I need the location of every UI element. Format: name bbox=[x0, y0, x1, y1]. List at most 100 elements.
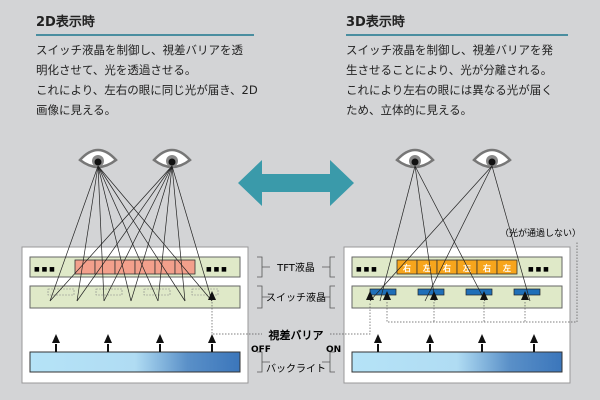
switch-layer bbox=[29, 285, 241, 309]
barrier-block bbox=[417, 288, 445, 296]
light-ray bbox=[49, 165, 173, 302]
switch-label: スイッチ液晶 bbox=[266, 291, 326, 304]
left-line: 明化させて、光を透過させる。 bbox=[36, 63, 197, 77]
right-column: 3D表示時 スイッチ液晶を制御し、視差バリアを発 生させることにより、光が分離さ… bbox=[346, 8, 600, 120]
right-description: スイッチ液晶を制御し、視差バリアを発 生させることにより、光が分離される。 これ… bbox=[346, 40, 600, 120]
arrow-up-icon bbox=[478, 334, 486, 343]
tft-pixel bbox=[94, 259, 116, 275]
light-ray bbox=[379, 165, 416, 302]
tft-dots: ■ ■ ■ bbox=[34, 266, 55, 273]
right-line: ため、立体的に見える。 bbox=[346, 103, 473, 117]
arrow-up-icon bbox=[208, 291, 216, 300]
off-label: OFF bbox=[251, 345, 271, 355]
barrier-transparent bbox=[191, 288, 219, 296]
light-ray bbox=[97, 165, 132, 302]
bracket bbox=[322, 256, 335, 278]
tft-dots: ■ ■ ■ bbox=[356, 266, 377, 273]
barrier-label: 視差バリア bbox=[268, 328, 324, 342]
eye-pupil bbox=[168, 158, 176, 166]
light-ray bbox=[97, 165, 186, 302]
arrow-up-icon bbox=[480, 291, 488, 300]
left-line: スイッチ液晶を制御し、視差バリアを透 bbox=[36, 43, 243, 57]
tft-label: TFT液晶 bbox=[276, 261, 315, 274]
tft-pixel bbox=[174, 259, 196, 275]
arrow-up-icon bbox=[521, 291, 529, 300]
pixel-label: 右 bbox=[482, 263, 491, 273]
arrow-up-icon bbox=[156, 334, 164, 343]
bracket bbox=[257, 285, 270, 309]
pixel-label: 左 bbox=[462, 263, 471, 273]
callout-line-blocked bbox=[386, 242, 578, 323]
light-ray bbox=[491, 165, 531, 302]
light-ray bbox=[414, 165, 486, 302]
right-line: スイッチ液晶を制御し、視差バリアを発 bbox=[346, 43, 553, 57]
bracket bbox=[322, 285, 335, 309]
backlight-label: バックライト bbox=[266, 363, 326, 375]
light-ray bbox=[97, 165, 159, 302]
switch-layer bbox=[351, 285, 563, 309]
arrow-up-icon bbox=[383, 291, 391, 300]
left-line: これにより、左右の眼に同じ光が届き、2D bbox=[36, 83, 258, 97]
arrow-stem bbox=[159, 344, 161, 352]
arrow-up-icon bbox=[104, 334, 112, 343]
light-ray bbox=[49, 165, 99, 302]
light-ray bbox=[414, 165, 436, 302]
tft-dots: ■ ■ ■ bbox=[528, 266, 549, 273]
eye-pupil bbox=[411, 158, 419, 166]
eye-pupil bbox=[94, 158, 102, 166]
barrier-transparent bbox=[95, 288, 123, 296]
eye-pupil bbox=[488, 158, 496, 166]
left-line: 画像に見える。 bbox=[36, 103, 117, 117]
arrow-up-icon bbox=[430, 291, 438, 300]
tft-pixel bbox=[114, 259, 136, 275]
left-column: 2D表示時 スイッチ液晶を制御し、視差バリアを透 明化させて、光を透過させる。 … bbox=[36, 8, 306, 120]
pixel-label: 右 bbox=[402, 263, 411, 273]
arrow-up-icon bbox=[208, 334, 216, 343]
light-ray bbox=[157, 165, 173, 302]
light-ray bbox=[76, 165, 173, 302]
light-ray bbox=[424, 165, 493, 302]
pixel-label: 右 bbox=[442, 263, 451, 273]
barrier-transparent bbox=[143, 288, 171, 296]
arrow-stem bbox=[481, 344, 483, 352]
right-line: これにより左右の眼には異なる光が届く bbox=[346, 83, 553, 97]
light-ray bbox=[130, 165, 173, 302]
backlight-layer bbox=[29, 351, 241, 373]
right-title: 3D表示時 bbox=[346, 8, 568, 36]
light-ray bbox=[76, 165, 99, 302]
left-description: スイッチ液晶を制御し、視差バリアを透 明化させて、光を透過させる。 これにより、… bbox=[36, 40, 306, 120]
arrow-stem bbox=[55, 344, 57, 352]
double-arrow-icon bbox=[238, 160, 354, 206]
bracket bbox=[322, 351, 335, 373]
arrow-stem bbox=[107, 344, 109, 352]
arrow-up-icon bbox=[366, 291, 374, 300]
tft-pixel bbox=[496, 259, 518, 275]
pixel-label: 左 bbox=[422, 263, 431, 273]
callout-line-on bbox=[330, 302, 371, 335]
arrow-stem bbox=[211, 344, 213, 352]
arrow-up-icon bbox=[530, 334, 538, 343]
backlight-layer bbox=[351, 351, 563, 373]
arrow-up-icon bbox=[52, 334, 60, 343]
bracket bbox=[257, 256, 270, 278]
light-ray bbox=[369, 165, 493, 302]
on-label: ON bbox=[326, 345, 341, 355]
arrow-stem bbox=[429, 344, 431, 352]
arrow-up-icon bbox=[374, 334, 382, 343]
blocked-note: （光が通過しない） bbox=[500, 227, 581, 239]
arrow-stem bbox=[377, 344, 379, 352]
barrier-block bbox=[513, 288, 541, 296]
left-title: 2D表示時 bbox=[36, 8, 254, 36]
arrow-stem bbox=[533, 344, 535, 352]
tft-pixel bbox=[154, 259, 176, 275]
pixel-label: 左 bbox=[502, 263, 511, 273]
light-ray bbox=[171, 165, 186, 302]
light-ray bbox=[97, 165, 105, 302]
arrow-up-icon bbox=[426, 334, 434, 343]
bracket bbox=[257, 351, 270, 373]
right-line: 生させることにより、光が分離される。 bbox=[346, 63, 553, 77]
light-ray bbox=[103, 165, 173, 302]
light-ray bbox=[97, 165, 213, 302]
tft-dots: ■ ■ ■ bbox=[206, 266, 227, 273]
